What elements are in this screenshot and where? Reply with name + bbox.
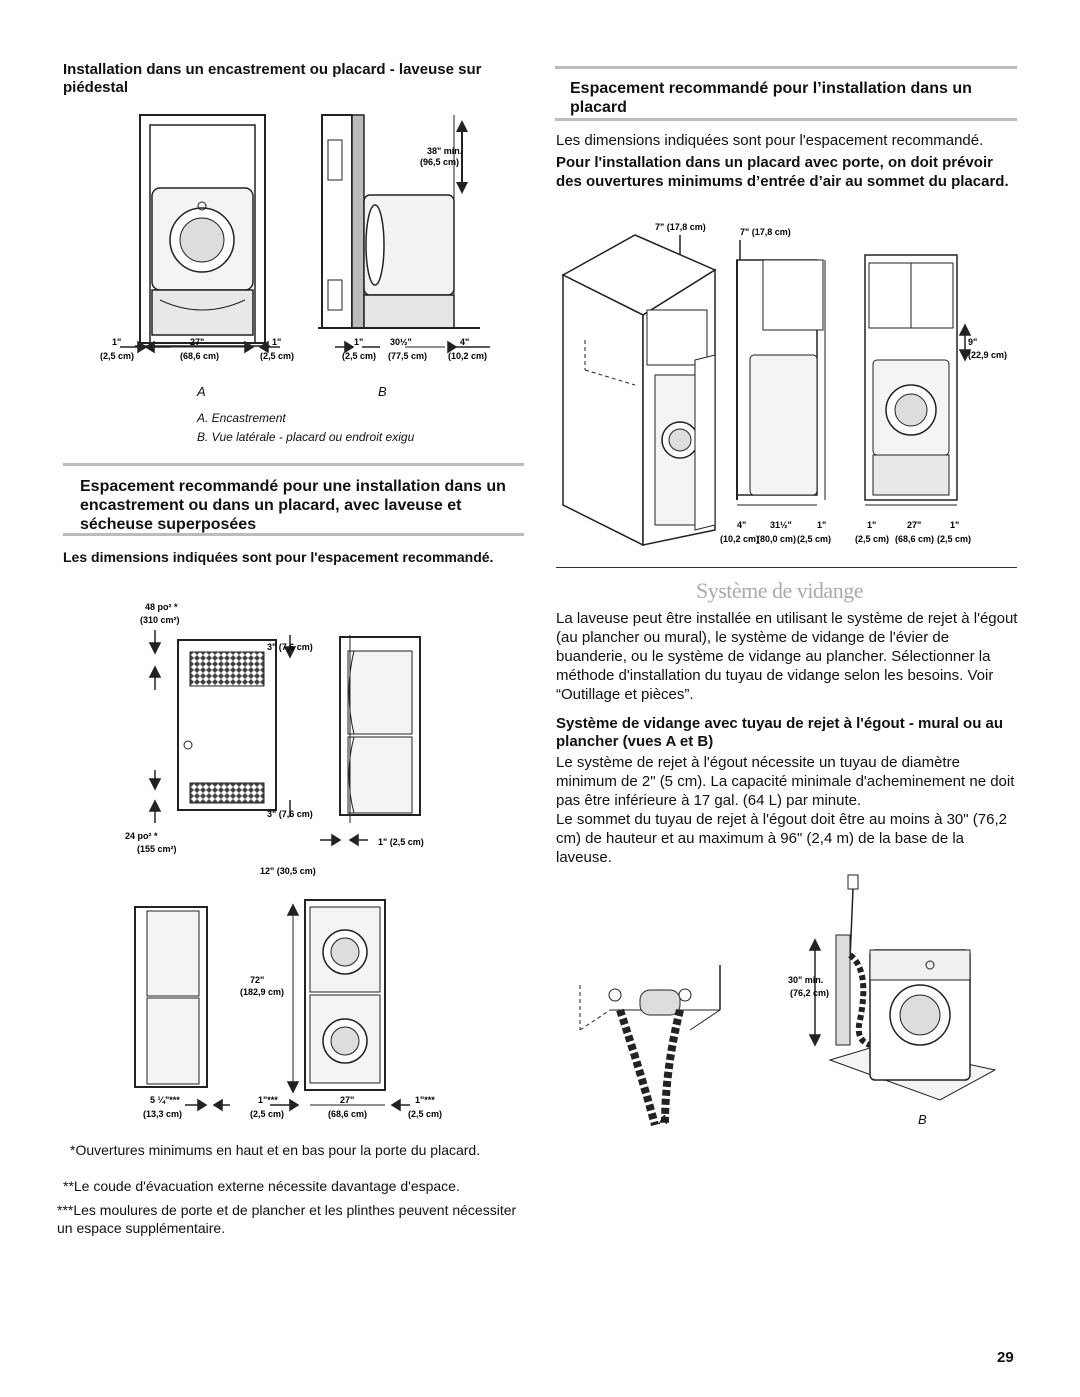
divider-top bbox=[63, 463, 524, 466]
footnote-2: **Le coude d'évacuation externe nécessit… bbox=[63, 1178, 460, 1194]
dim-b-left-cm: (2,5 cm) bbox=[342, 351, 376, 361]
fig1-label-a-text: A bbox=[197, 384, 206, 399]
divider-right-2 bbox=[555, 118, 1017, 121]
divider-drain bbox=[556, 567, 1017, 568]
para-standpipe-height: Le sommet du tuyau de rejet à l'égout do… bbox=[556, 811, 1007, 866]
figure-drain-standpipe: 30" min. (76,2 cm) bbox=[579, 874, 997, 1127]
figure-alcove-pedestal: 38" min. (96,5 cm) 1" (2,5 cm) 27" (68,6… bbox=[100, 114, 490, 361]
figure-stacked-closet: 48 po² * (310 cm²) 3" (7,6 cm) 3" (7,6 c… bbox=[125, 602, 442, 1119]
closet-side-view bbox=[318, 114, 480, 329]
alcove-front-view bbox=[135, 114, 270, 347]
para-drain-intro: La laveuse peut être installée en utilis… bbox=[556, 610, 1018, 703]
vent-top-area: 48 po² * bbox=[145, 602, 178, 612]
para-closet-door: Pour l'installation dans un placard avec… bbox=[556, 154, 1009, 190]
fig1-label-b: B bbox=[378, 384, 387, 399]
fig3-dim-m3: 1" bbox=[817, 520, 826, 530]
top-clearance-label: 38" min. bbox=[427, 146, 462, 156]
dim-a-mid: 27" bbox=[190, 337, 204, 347]
para-dimensions-note: Les dimensions indiquées sont pour l'esp… bbox=[556, 132, 984, 149]
fig3-top-a: 7" (17,8 cm) bbox=[655, 222, 706, 232]
dim-b-right-cm: (10,2 cm) bbox=[448, 351, 487, 361]
bottom-dim-1-cm: (13,3 cm) bbox=[143, 1109, 182, 1119]
heading-alcove-pedestal: Installation dans un encastrement ou pla… bbox=[63, 61, 482, 96]
side-gap: 1" (2,5 cm) bbox=[378, 837, 424, 847]
divider-right-top bbox=[555, 66, 1017, 69]
gap-top: 3" (7,6 cm) bbox=[267, 642, 313, 652]
dim-b-mid-cm: (77,5 cm) bbox=[388, 351, 427, 361]
fig3-dim-r3: 1" bbox=[950, 520, 959, 530]
bottom-dim-3: 27" bbox=[340, 1095, 354, 1105]
fig3-dim-m1-cm: (10,2 cm) bbox=[720, 534, 759, 544]
bottom-dim-2: 1"*** bbox=[258, 1095, 278, 1105]
fig1-legend-b: B. Vue latérale - placard ou endroit exi… bbox=[197, 430, 415, 444]
bottom-dim-3-cm: (68,6 cm) bbox=[328, 1109, 367, 1119]
dim-a-left-cm: (2,5 cm) bbox=[100, 351, 134, 361]
fig3-top-b: 7" (17,8 cm) bbox=[740, 227, 791, 237]
footnote-3: ***Les moulures de porte et de plancher … bbox=[57, 1202, 517, 1236]
fig4-height-cm: (76,2 cm) bbox=[790, 988, 829, 998]
footnote-1: *Ouvertures minimums en haut et en bas p… bbox=[70, 1142, 481, 1158]
fig3-dim-r2: 27" bbox=[907, 520, 921, 530]
heading-stacked-alcove: Espacement recommandé pour une installat… bbox=[80, 478, 506, 533]
dim-a-right: 1" bbox=[272, 337, 281, 347]
dim-a-left: 1" bbox=[112, 337, 121, 347]
fig3-side-cm: (22,9 cm) bbox=[968, 350, 1007, 360]
bottom-dim-1: 5 ¼"*** bbox=[150, 1095, 180, 1105]
fig3-dim-r3-cm: (2,5 cm) bbox=[937, 534, 971, 544]
fig3-dim-r1-cm: (2,5 cm) bbox=[855, 534, 889, 544]
para-standpipe-diameter: Le système de rejet à l'égout nécessite … bbox=[556, 754, 1015, 809]
dim-a-mid-cm: (68,6 cm) bbox=[180, 351, 219, 361]
fig4-height: 30" min. bbox=[788, 975, 823, 985]
heading-closet-spacing: Espacement recommandé pour l’installatio… bbox=[570, 80, 972, 116]
figure-closet-views: 7" (17,8 cm) 7" (17,8 cm) 9" (22,9 cm) 4… bbox=[561, 222, 1007, 547]
bottom-dim-4: 1"*** bbox=[415, 1095, 435, 1105]
dim-b-right: 4" bbox=[460, 337, 469, 347]
top-clearance-metric: (96,5 cm) bbox=[420, 157, 459, 167]
fig3-dim-r1: 1" bbox=[867, 520, 876, 530]
fig3-side: 9" bbox=[968, 337, 977, 347]
divider-bottom bbox=[63, 533, 524, 536]
fig1-legend-a: A. Encastrement bbox=[197, 411, 286, 425]
dim-b-left: 1" bbox=[354, 337, 363, 347]
height-dim: 72" bbox=[250, 975, 264, 985]
section-title-drain: Système de vidange bbox=[696, 578, 863, 603]
bottom-dim-2-cm: (2,5 cm) bbox=[250, 1109, 284, 1119]
fig3-dim-m3-cm: (2,5 cm) bbox=[797, 534, 831, 544]
heading-standpipe: Système de vidange avec tuyau de rejet à… bbox=[556, 715, 1004, 750]
vent-bottom-area: 24 po² * bbox=[125, 831, 158, 841]
fig3-dim-m2-cm: (80,0 cm) bbox=[757, 534, 796, 544]
page-number: 29 bbox=[997, 1349, 1014, 1366]
dim-a-right-cm: (2,5 cm) bbox=[260, 351, 294, 361]
gap-bottom: 3" (7,6 cm) bbox=[267, 809, 313, 819]
fig4-label-a: A bbox=[659, 1112, 668, 1127]
vent-bottom-metric: (155 cm²) bbox=[137, 844, 177, 854]
vent-top-metric: (310 cm²) bbox=[140, 615, 180, 625]
fig3-dim-m1: 4" bbox=[737, 520, 746, 530]
height-dim-metric: (182,9 cm) bbox=[240, 987, 284, 997]
subheading-dimensions: Les dimensions indiquées sont pour l'esp… bbox=[63, 549, 494, 565]
depth-dim: 12" (30,5 cm) bbox=[260, 866, 316, 876]
dim-b-mid: 30½" bbox=[390, 337, 412, 347]
fig3-dim-m2: 31½" bbox=[770, 520, 792, 530]
fig4-label-b: B bbox=[918, 1112, 927, 1127]
bottom-dim-4-cm: (2,5 cm) bbox=[408, 1109, 442, 1119]
fig3-dim-r2-cm: (68,6 cm) bbox=[895, 534, 934, 544]
